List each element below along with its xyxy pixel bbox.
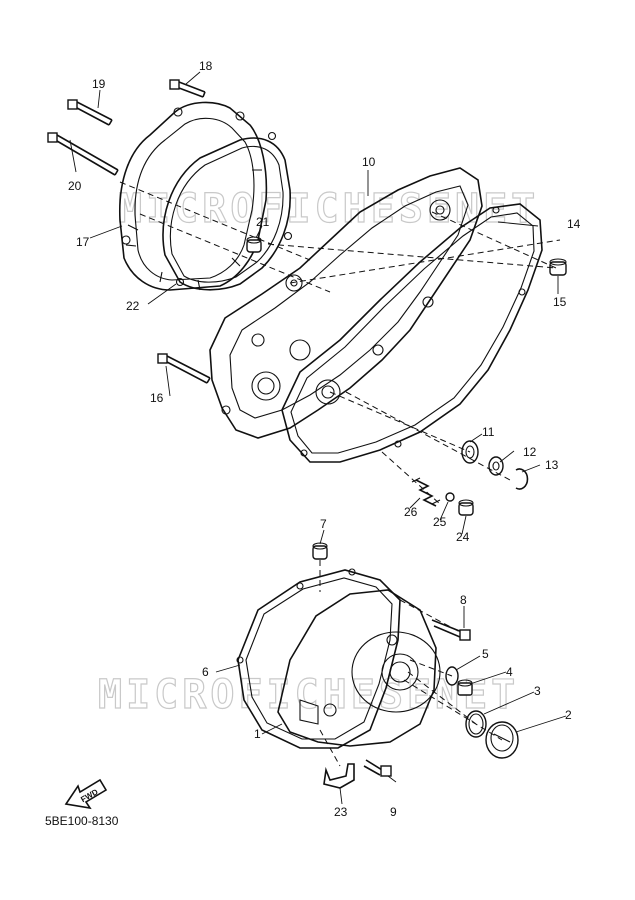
callout-12: 12 [523, 445, 537, 459]
callout-4: 4 [506, 665, 513, 679]
callout-labels: 18 19 20 17 22 21 10 14 15 16 11 12 13 2… [68, 59, 581, 819]
callout-9: 9 [390, 805, 397, 819]
callout-1: 1 [254, 727, 261, 741]
bolt-part-9 [363, 759, 392, 777]
diagram-code: 5BE100-8130 [45, 814, 119, 828]
callout-2: 2 [565, 708, 572, 722]
callout-26: 26 [404, 505, 418, 519]
callout-20: 20 [68, 179, 82, 193]
dowel-pin-part-21 [246, 236, 262, 253]
callout-5: 5 [482, 647, 489, 661]
bolt-part-16 [157, 353, 211, 384]
bolt-part-20 [47, 132, 119, 176]
dowel-part-7 [312, 542, 328, 560]
washer-part-12 [488, 456, 504, 476]
callout-17: 17 [76, 235, 90, 249]
callout-25: 25 [433, 515, 447, 529]
callout-6: 6 [202, 665, 209, 679]
callout-7: 7 [320, 517, 327, 531]
callout-13: 13 [545, 458, 559, 472]
clamp-part-23 [323, 763, 355, 789]
callout-8: 8 [460, 593, 467, 607]
bolt-part-18 [169, 79, 206, 98]
spring-part-26 [411, 477, 441, 507]
magneto-cover-part-1 [277, 589, 441, 747]
callout-15: 15 [553, 295, 567, 309]
callout-22: 22 [126, 299, 140, 313]
callout-21: 21 [256, 215, 270, 229]
bolt-part-19 [67, 99, 113, 126]
crankcase-gasket-part-14 [281, 203, 543, 463]
cap-part-24 [458, 499, 474, 516]
callout-16: 16 [150, 391, 164, 405]
clutch-cover-gasket-part-22 [162, 131, 293, 291]
callout-11: 11 [482, 425, 495, 439]
callout-19: 19 [92, 77, 106, 91]
ball-part-25 [445, 492, 455, 502]
callout-10: 10 [362, 155, 376, 169]
callout-3: 3 [534, 684, 541, 698]
fwd-arrow-icon: FWD [64, 778, 108, 810]
dowel-part-15 [549, 258, 567, 276]
callout-18: 18 [199, 59, 213, 73]
circlip-part-13 [515, 468, 529, 490]
callout-24: 24 [456, 530, 470, 544]
callout-23: 23 [334, 805, 348, 819]
callout-14: 14 [567, 217, 581, 231]
